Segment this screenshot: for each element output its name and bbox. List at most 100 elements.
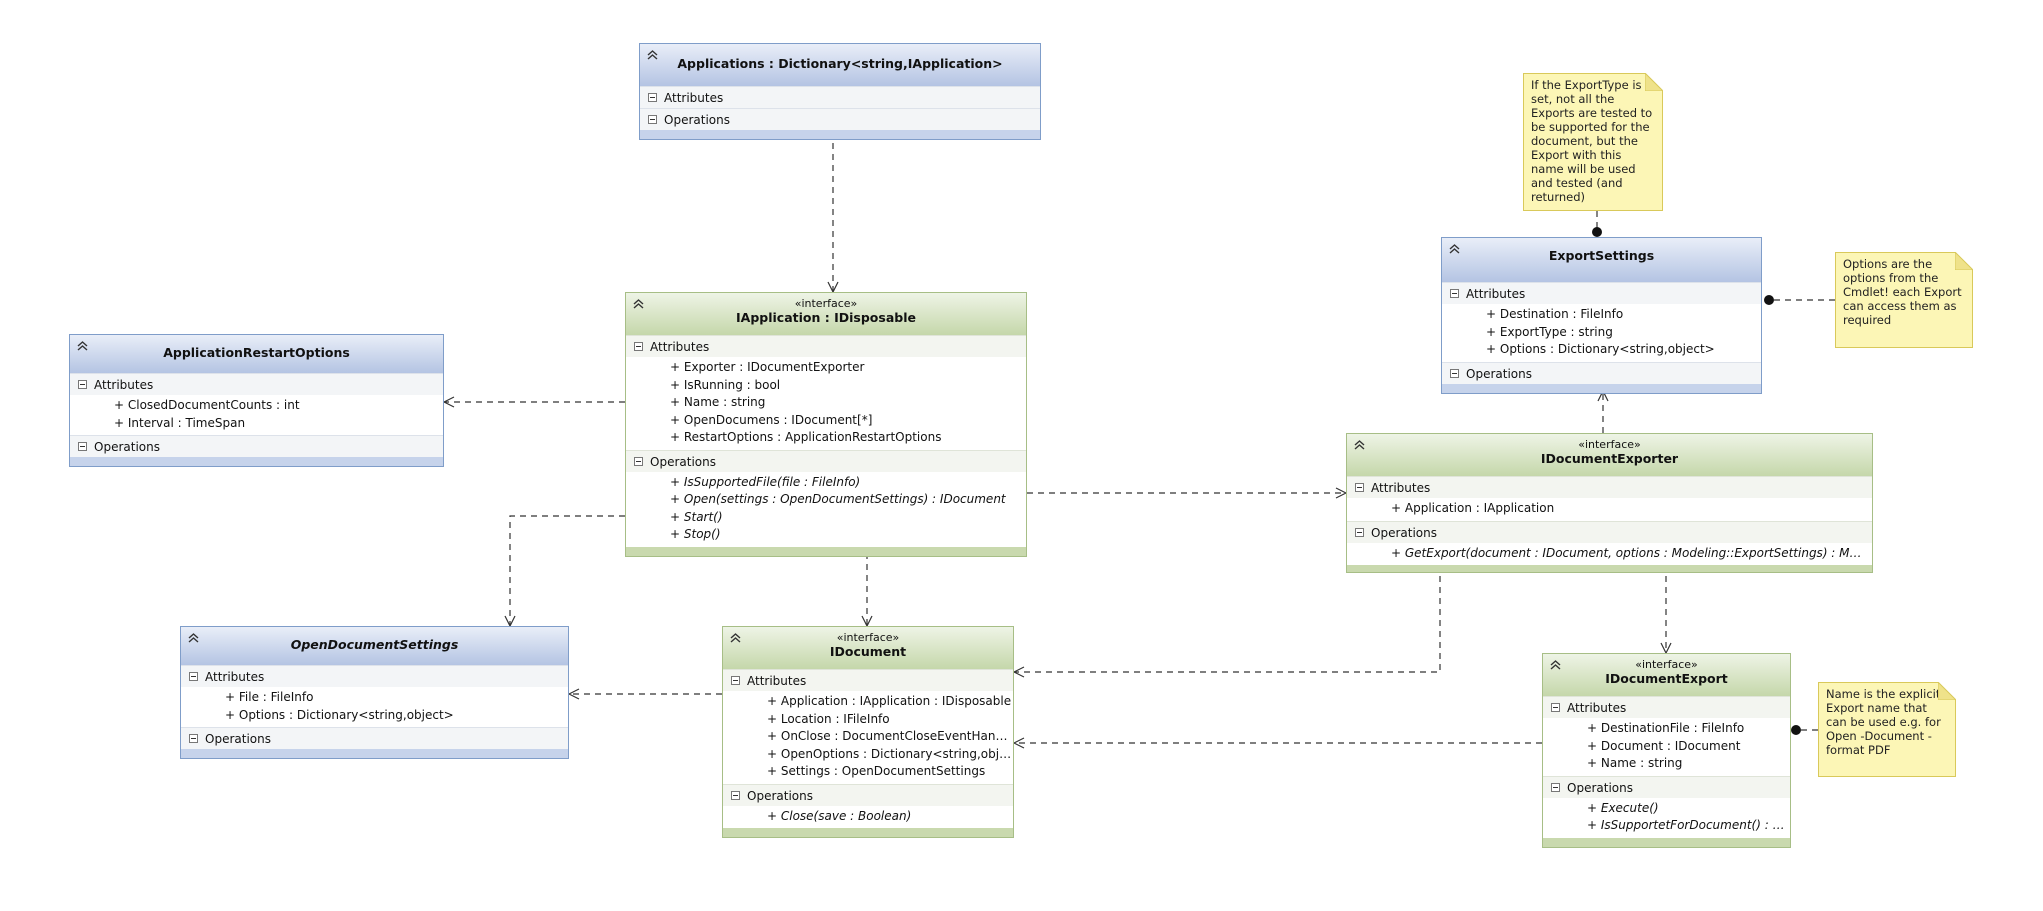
operation-list: + GetExport(document : IDocument, option… <box>1347 543 1872 566</box>
collapse-chevron-icon[interactable] <box>76 340 89 352</box>
attribute-row[interactable]: + IsRunning : bool <box>670 377 781 392</box>
attribute-row[interactable]: + Options : Dictionary<string,object> <box>1486 342 1715 356</box>
class-footer <box>723 828 1013 837</box>
collapse-minus-icon[interactable] <box>634 342 643 351</box>
collapse-chevron-icon[interactable] <box>632 298 645 310</box>
operation-row[interactable]: + Close(save : Boolean) <box>767 808 912 823</box>
collapse-minus-icon[interactable] <box>1450 368 1459 378</box>
collapse-minus-icon[interactable] <box>1450 289 1459 298</box>
class-export-settings[interactable]: ExportSettings Attributes + Destination … <box>1441 237 1762 394</box>
note-anchor-options <box>1764 295 1774 305</box>
class-footer <box>70 457 443 466</box>
collapse-minus-icon[interactable] <box>731 790 740 800</box>
attributes-section-header[interactable]: Attributes <box>181 665 568 687</box>
dep-iapplication-opendocsettings <box>510 515 625 626</box>
note-options[interactable]: Options are the options from the Cmdlet!… <box>1835 252 1973 348</box>
attribute-list: + DestinationFile : FileInfo + Document … <box>1543 718 1790 776</box>
collapse-minus-icon[interactable] <box>189 672 198 681</box>
attribute-row[interactable]: + OpenOptions : Dictionary<string,object… <box>767 746 1013 761</box>
attribute-row[interactable]: + Name : string <box>670 395 766 409</box>
collapse-chevron-icon[interactable] <box>1549 659 1562 671</box>
attributes-section-header[interactable]: Attributes <box>1442 282 1761 304</box>
operation-row[interactable]: + Stop() <box>670 527 721 541</box>
collapse-minus-icon[interactable] <box>78 380 87 389</box>
attribute-row[interactable]: + Application : IApplication <box>1391 501 1555 515</box>
attribute-row[interactable]: + Application : IApplication : IDisposab… <box>767 694 1012 708</box>
attribute-row[interactable]: + OnClose : DocumentCloseEventHandler <box>767 729 1013 743</box>
collapse-minus-icon[interactable] <box>1355 483 1364 492</box>
operations-section-header[interactable]: Operations <box>181 727 568 749</box>
attribute-row[interactable]: + Destination : FileInfo <box>1486 307 1624 321</box>
collapse-chevron-icon[interactable] <box>1353 439 1366 451</box>
attributes-section-header[interactable]: Attributes <box>1347 476 1872 498</box>
collapse-minus-icon[interactable] <box>731 676 740 685</box>
attributes-section-header[interactable]: Attributes <box>626 335 1026 357</box>
class-title: IApplication : IDisposable <box>736 310 916 325</box>
class-title: OpenDocumentSettings <box>290 637 459 652</box>
collapse-minus-icon[interactable] <box>78 442 87 451</box>
class-header: ApplicationRestartOptions <box>70 335 443 373</box>
attribute-row[interactable]: + ClosedDocumentCounts : int <box>114 398 300 412</box>
operations-section-header[interactable]: Operations <box>626 449 1026 472</box>
collapse-minus-icon[interactable] <box>648 93 657 102</box>
collapse-minus-icon[interactable] <box>1355 527 1364 537</box>
collapse-chevron-icon[interactable] <box>187 632 200 644</box>
attributes-section-header[interactable]: Attributes <box>640 86 1040 108</box>
class-idocument-exporter[interactable]: «interface» IDocumentExporter Attributes… <box>1346 433 1873 573</box>
attribute-row[interactable]: + DestinationFile : FileInfo <box>1587 721 1745 735</box>
class-title: ExportSettings <box>1548 248 1655 263</box>
class-footer <box>1442 383 1761 393</box>
stereotype-label: «interface» <box>1578 438 1641 451</box>
class-applications[interactable]: Applications : Dictionary<string,IApplic… <box>639 43 1041 140</box>
class-idocument-export[interactable]: «interface» IDocumentExport Attributes +… <box>1542 653 1791 848</box>
operation-row[interactable]: + Execute() <box>1587 800 1659 815</box>
attribute-row[interactable]: + Exporter : IDocumentExporter <box>670 360 865 374</box>
class-header: «interface» IApplication : IDisposable <box>626 293 1026 335</box>
attribute-row[interactable]: + RestartOptions : ApplicationRestartOpt… <box>670 430 942 444</box>
collapse-minus-icon[interactable] <box>189 734 198 743</box>
operations-section-header[interactable]: Operations <box>70 435 443 457</box>
operation-list: + Close(save : Boolean) <box>723 806 1013 829</box>
collapse-chevron-icon[interactable] <box>729 632 742 644</box>
attribute-row[interactable]: + Settings : OpenDocumentSettings <box>767 764 986 778</box>
collapse-minus-icon[interactable] <box>1551 703 1560 712</box>
class-open-document-settings[interactable]: OpenDocumentSettings Attributes + File :… <box>180 626 569 759</box>
operations-section-header[interactable]: Operations <box>1347 520 1872 543</box>
class-application-restart-options[interactable]: ApplicationRestartOptions Attributes + C… <box>69 334 444 467</box>
attribute-row[interactable]: + File : FileInfo <box>225 690 314 704</box>
attribute-row[interactable]: + Name : string <box>1587 756 1683 770</box>
operation-row[interactable]: + IsSupportetForDocument() : bool <box>1587 818 1790 832</box>
class-iapplication[interactable]: «interface» IApplication : IDisposable A… <box>625 292 1027 557</box>
operations-section-header[interactable]: Operations <box>723 783 1013 806</box>
attribute-row[interactable]: + Location : IFileInfo <box>767 711 890 726</box>
operation-row[interactable]: + GetExport(document : IDocument, option… <box>1391 545 1872 560</box>
class-footer <box>640 130 1040 139</box>
attribute-row[interactable]: + OpenDocumens : IDocument[*] <box>670 412 873 427</box>
class-header: Applications : Dictionary<string,IApplic… <box>640 44 1040 86</box>
collapse-minus-icon[interactable] <box>634 456 643 466</box>
operations-section-header[interactable]: Operations <box>1442 361 1761 384</box>
class-header: ExportSettings <box>1442 238 1761 282</box>
operations-section-header[interactable]: Operations <box>640 108 1040 130</box>
operation-row[interactable]: + IsSupportedFile(file : FileInfo) <box>670 474 861 489</box>
class-title: ApplicationRestartOptions <box>163 345 350 360</box>
stereotype-label: «interface» <box>794 297 858 310</box>
note-export-type[interactable]: If the ExportType is set, not all the Ex… <box>1523 73 1663 211</box>
attributes-section-header[interactable]: Attributes <box>70 373 443 395</box>
operation-row[interactable]: + Open(settings : OpenDocumentSettings) … <box>670 492 1006 506</box>
collapse-chevron-icon[interactable] <box>1448 243 1461 255</box>
collapse-minus-icon[interactable] <box>1551 782 1560 792</box>
collapse-minus-icon[interactable] <box>648 115 657 124</box>
attributes-section-header[interactable]: Attributes <box>723 669 1013 691</box>
attributes-section-header[interactable]: Attributes <box>1543 696 1790 718</box>
note-name[interactable]: Name is the explicit Export name that ca… <box>1818 682 1956 777</box>
operations-section-header[interactable]: Operations <box>1543 775 1790 798</box>
attribute-row[interactable]: + Interval : TimeSpan <box>114 415 246 430</box>
stereotype-label: «interface» <box>1635 658 1698 671</box>
attribute-row[interactable]: + ExportType : string <box>1486 324 1613 339</box>
collapse-chevron-icon[interactable] <box>646 49 659 61</box>
operation-row[interactable]: + Start() <box>670 509 723 524</box>
attribute-row[interactable]: + Options : Dictionary<string,object> <box>225 707 454 722</box>
attribute-row[interactable]: + Document : IDocument <box>1587 738 1741 753</box>
class-idocument[interactable]: «interface» IDocument Attributes + Appli… <box>722 626 1014 838</box>
